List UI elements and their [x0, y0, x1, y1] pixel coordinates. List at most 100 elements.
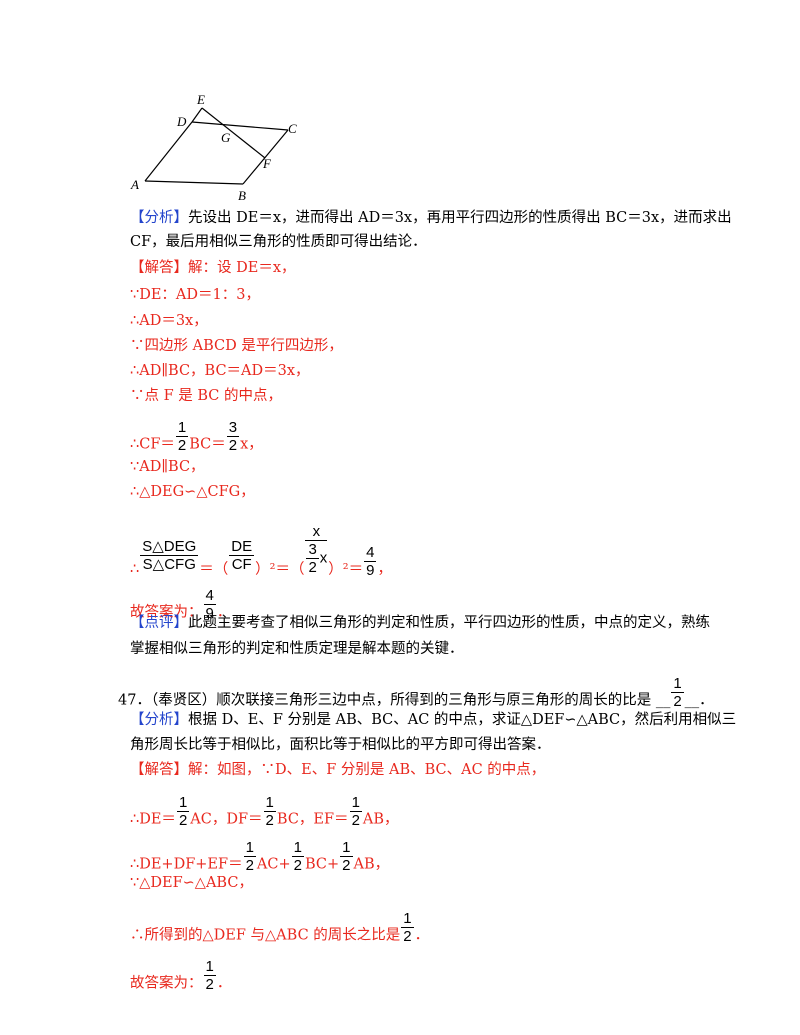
frac-den: 2 — [351, 812, 360, 829]
label-f: F — [262, 156, 272, 171]
de-label: DE — [229, 538, 255, 556]
label-g: G — [221, 130, 231, 145]
frac-num: 4 — [203, 587, 216, 605]
solution-tag: 【解答】 — [130, 260, 188, 276]
comment1-text1: 此题主要考查了相似三角形的判定和性质，平行四边形的性质，中点的定义，熟练 — [188, 615, 710, 631]
side-ab — [144, 180, 244, 185]
frac-den: 2 — [673, 693, 682, 710]
segment-de — [191, 107, 203, 123]
answer-label: 故答案为： — [130, 604, 203, 621]
side-dc — [191, 121, 289, 131]
frac-num: 3 — [226, 419, 240, 437]
frac-num: 1 — [349, 794, 362, 812]
area-deg: S△DEG — [140, 538, 199, 556]
question-text: 47．（奉贤区）顺次联接三角形三边中点，所得到的三角形与原三角形的周长的比是 — [118, 692, 652, 709]
bc-ef-eq: BC，EF＝ — [276, 811, 349, 828]
frac-num: 1 — [671, 675, 684, 693]
solution1-line7: ∵AD∥BC， — [130, 459, 205, 475]
bc-plus: BC+ — [304, 856, 340, 873]
label-e: E — [196, 92, 205, 107]
frac-den: 2 — [228, 437, 238, 454]
ac-plus: AC+ — [256, 856, 291, 873]
solution2-line3: ∵△DEF∽△ABC， — [130, 875, 253, 891]
comment1-line2: 掌握相似三角形的判定和性质定理是解本题的关键． — [130, 641, 464, 657]
solution-tag: 【解答】 — [130, 762, 188, 778]
analysis2-line2: 角形周长比等于相似比，面积比等于相似比的平方即可得出答案． — [130, 737, 551, 753]
solution2-text0: 解：如图，∵D、E、F 分别是 AB、BC、AC 的中点， — [188, 762, 546, 778]
comment1-line1: 【点评】此题主要考查了相似三角形的判定和性质，平行四边形的性质，中点的定义，熟练 — [130, 613, 710, 633]
sum-eq: ∴DE+DF+EF＝ — [130, 856, 243, 873]
eq3-text: ）²＝ — [328, 561, 364, 578]
frac-den: 2 — [342, 857, 351, 874]
frac-num: 1 — [175, 419, 189, 437]
inner-num: 3 — [306, 541, 319, 559]
ab-end: AB， — [362, 811, 399, 828]
label-d: D — [176, 114, 187, 129]
period: ． — [414, 927, 430, 944]
frac-den: 9 — [205, 605, 214, 622]
analysis2-line1: 【分析】根据 D、E、F 分别是 AB、BC、AC 的中点，求证△DEF∽△AB… — [130, 710, 736, 730]
segment-ef — [201, 107, 266, 159]
solution1-line5: ∵点 F 是 BC 的中点， — [130, 388, 283, 404]
frac-den: 2 — [245, 857, 254, 874]
side-bc — [242, 129, 289, 185]
period: ． — [216, 604, 232, 621]
frac-num: 1 — [401, 910, 414, 928]
ac-df-eq: AC，DF＝ — [190, 811, 263, 828]
cf-label: CF — [231, 556, 252, 573]
comma: ， — [377, 561, 392, 578]
frac-num: 1 — [176, 794, 190, 812]
x-text: x， — [240, 436, 263, 453]
x-top: x — [305, 523, 328, 541]
label-a: A — [130, 177, 139, 192]
solution1-line4: ∴AD∥BC，BC＝AD＝3x， — [130, 363, 310, 379]
analysis-tag: 【分析】 — [130, 712, 188, 728]
solution1-text0: 解：设 DE＝x， — [188, 260, 296, 276]
area-cfg: S△CFG — [142, 556, 196, 573]
frac-den: 2 — [293, 857, 302, 874]
frac-num: 1 — [263, 794, 276, 812]
frac-den: 2 — [265, 812, 274, 829]
solution2-line0: 【解答】解：如图，∵D、E、F 分别是 AB、BC、AC 的中点， — [130, 760, 545, 780]
frac-den: 2 — [403, 928, 412, 945]
frac-den: 2 — [177, 437, 187, 454]
solution1-line1: ∵DE：AD＝1：3， — [130, 287, 260, 303]
frac-den: 2 — [178, 812, 188, 829]
frac-num: 1 — [203, 958, 216, 976]
frac-den: 2 — [205, 976, 214, 993]
blank-left: __ — [655, 692, 671, 709]
label-c: C — [288, 121, 297, 136]
answer-label: 故答案为： — [130, 975, 203, 992]
solution1-line0: 【解答】解：设 DE＝x， — [130, 258, 296, 278]
figure-diagram: E D G C F A B — [130, 92, 297, 203]
bc-text: BC＝ — [189, 436, 226, 453]
de-eq: ∴DE＝ — [130, 811, 176, 828]
frac-num: 1 — [340, 839, 353, 857]
solution1-line3: ∵四边形 ABCD 是平行四边形， — [130, 338, 343, 354]
analysis1-line1: 【分析】先设出 DE＝x，进而得出 AD＝3x，再用平行四边形的性质得出 BC＝… — [130, 208, 732, 228]
analysis2-text1: 根据 D、E、F 分别是 AB、BC、AC 的中点，求证△DEF∽△ABC，然后… — [188, 712, 737, 728]
frac-den: 9 — [366, 562, 375, 579]
x-bottom: x — [319, 549, 328, 567]
